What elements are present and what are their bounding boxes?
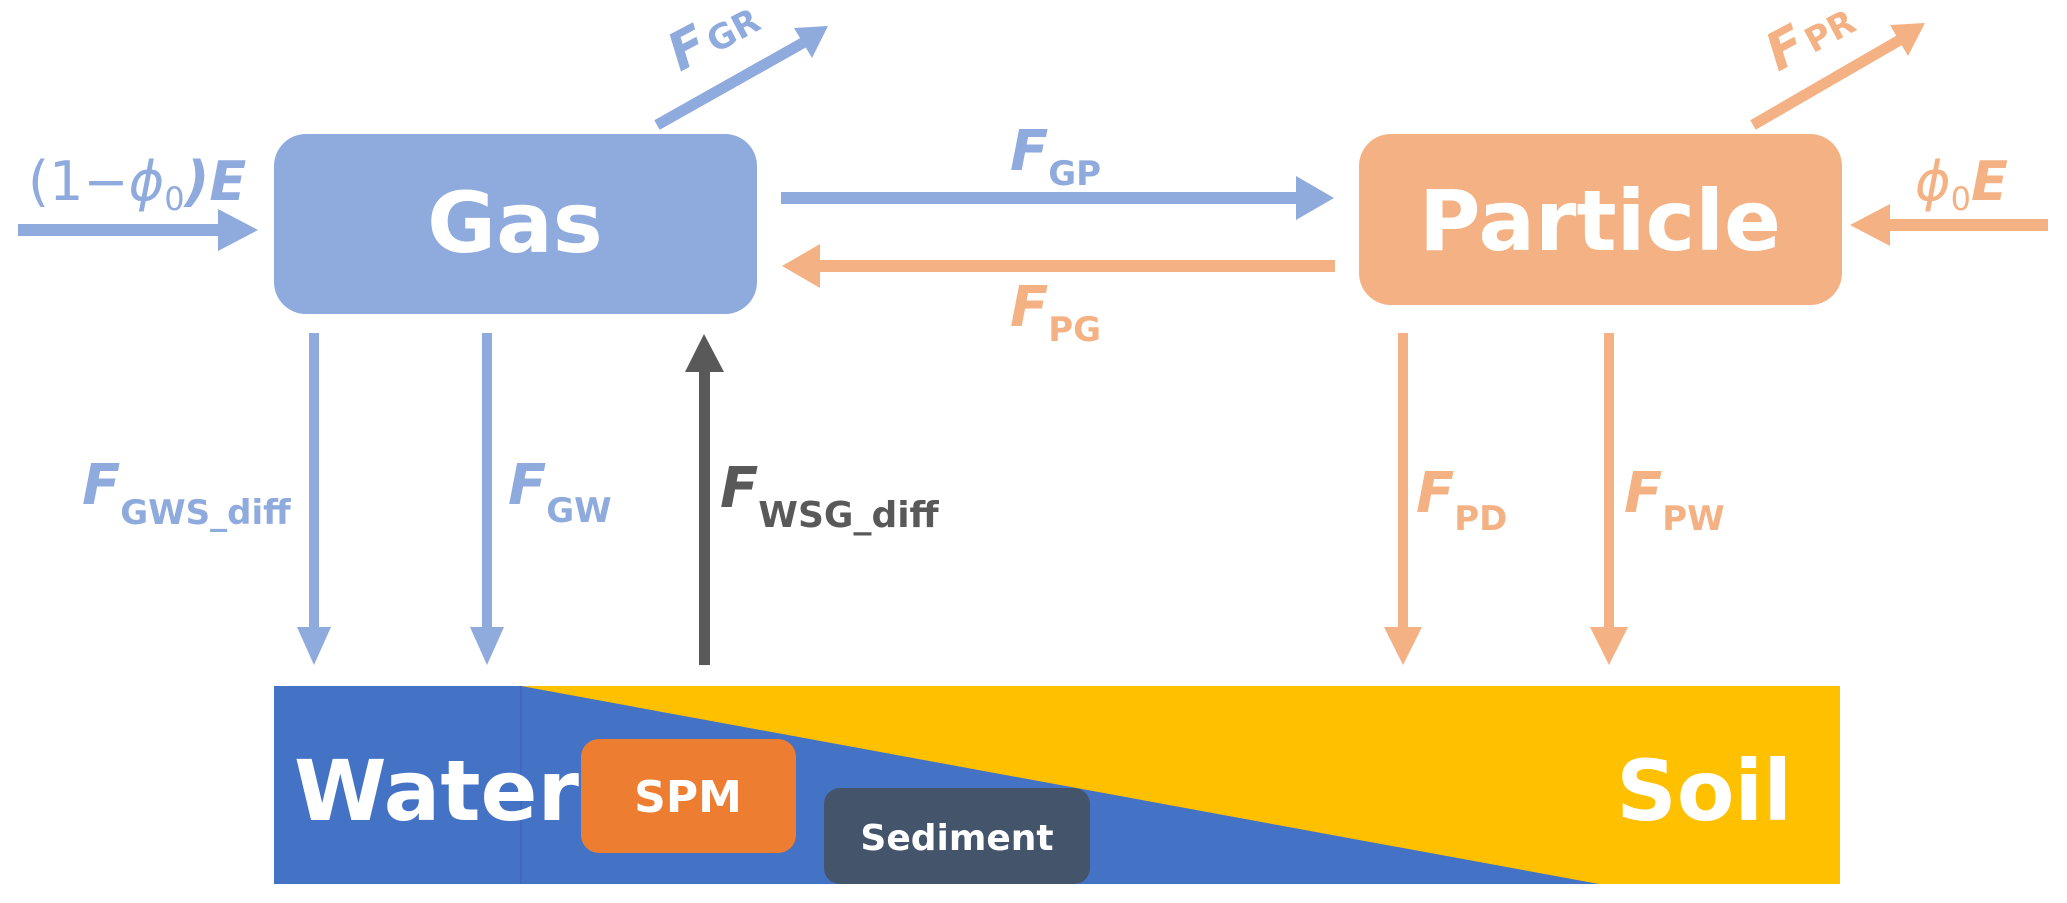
flux-label-GWS-diff: FGWS_diff bbox=[82, 453, 291, 533]
spm-label: SPM bbox=[634, 772, 742, 823]
flux-arrow-GW bbox=[470, 333, 504, 665]
soil-region bbox=[521, 686, 1840, 884]
gas-box: Gas bbox=[274, 134, 757, 314]
flux-label-PW: FPW bbox=[1624, 461, 1725, 539]
flux-label-PG: FPG bbox=[1010, 275, 1101, 350]
particle-box: Particle bbox=[1359, 134, 1842, 305]
flux-arrow-PD bbox=[1384, 333, 1422, 665]
water-label: Water bbox=[294, 742, 579, 840]
soil-label: Soil bbox=[1616, 742, 1792, 840]
flux-arrow-GR bbox=[654, 26, 828, 130]
gas-emission-arrow bbox=[18, 209, 258, 251]
gas-emission-label: (1−ϕ0)E bbox=[28, 150, 246, 218]
gas-label: Gas bbox=[427, 174, 603, 272]
flux-arrow-PG bbox=[782, 244, 1335, 288]
flux-label-PD: FPD bbox=[1416, 461, 1507, 539]
sediment-label: Sediment bbox=[860, 818, 1053, 859]
flux-arrow-WSG-diff bbox=[685, 334, 724, 665]
particle-emission-arrow bbox=[1850, 204, 2048, 246]
sediment-box: Sediment bbox=[824, 788, 1090, 884]
particle-label: Particle bbox=[1419, 172, 1781, 270]
flux-arrow-GP bbox=[781, 176, 1334, 220]
surface-band: Water Soil SPM Sediment bbox=[274, 686, 1840, 884]
particle-emission-label: ϕ0E bbox=[1915, 150, 2008, 218]
flux-label-GW: FGW bbox=[508, 453, 612, 531]
flux-arrow-PW bbox=[1590, 333, 1628, 665]
flux-label-GP: FGP bbox=[1010, 119, 1101, 194]
flux-arrow-PR bbox=[1750, 23, 1925, 130]
flux-arrow-GWS-diff bbox=[297, 333, 331, 665]
flux-label-WSG-diff: FWSG_diff bbox=[720, 456, 940, 536]
spm-box: SPM bbox=[581, 739, 796, 853]
